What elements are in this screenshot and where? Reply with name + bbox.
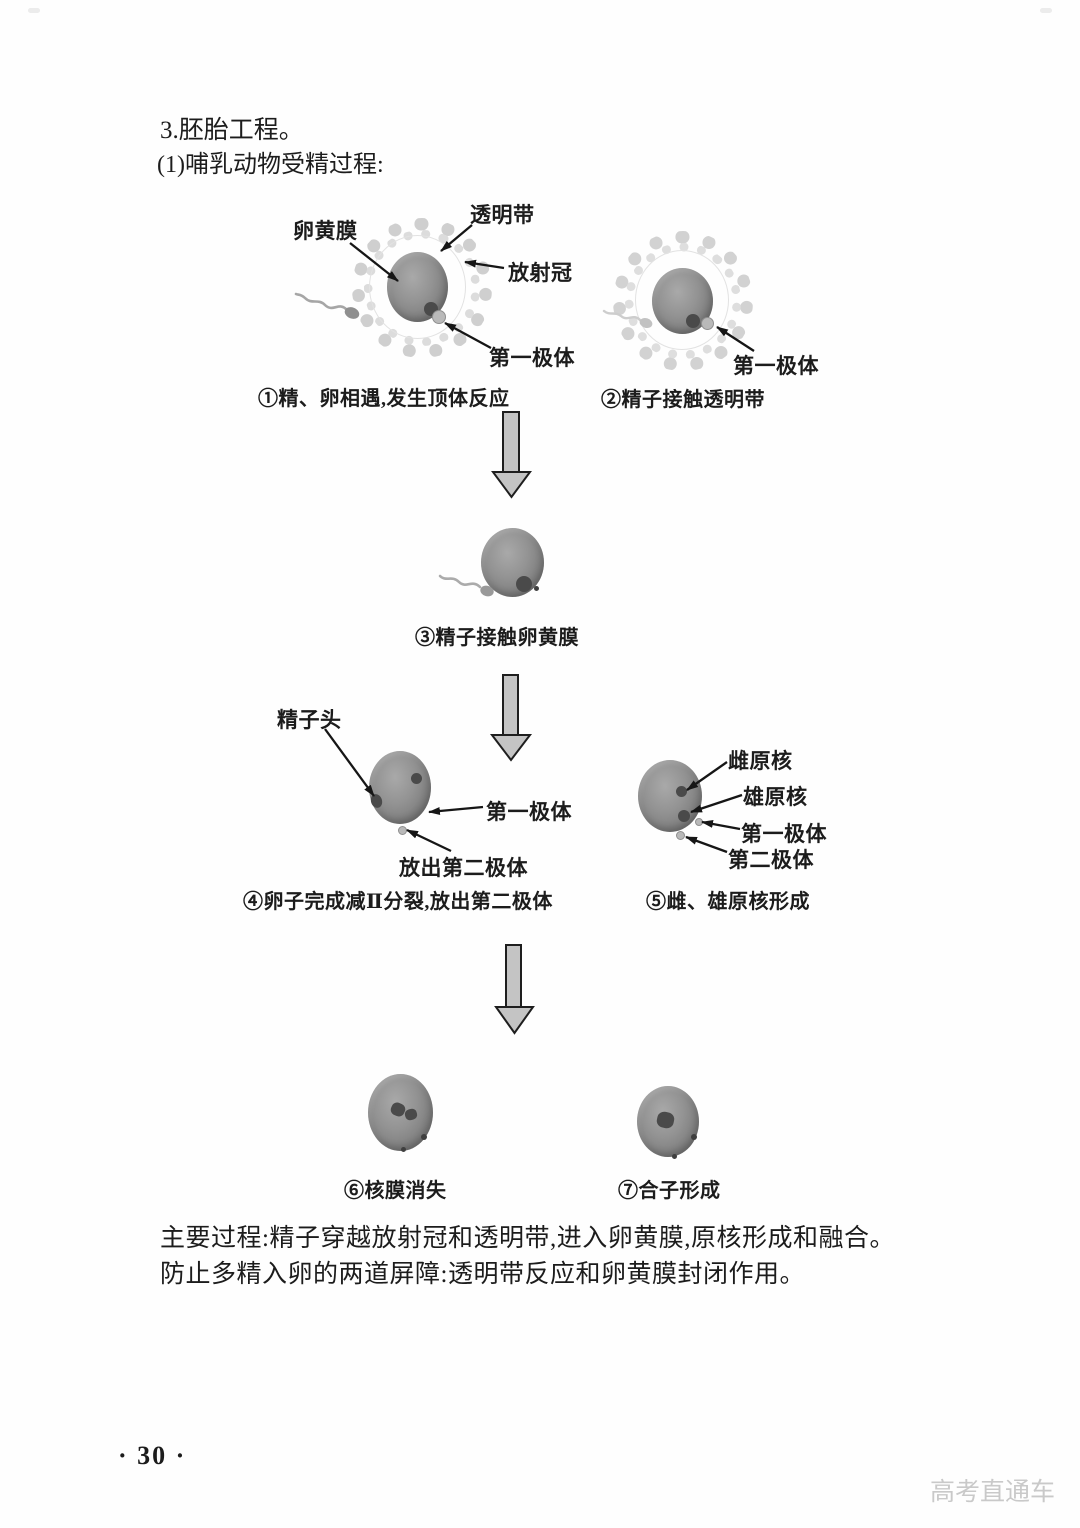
egg-cell-stage5: [638, 760, 702, 832]
label-first-polar-body-stage4: 第一极体: [486, 800, 572, 824]
first-polar-body-stage1: [432, 310, 446, 324]
pointer-second-polar-body-stage5: [685, 835, 728, 854]
label-first-polar-body-stage2: 第一极体: [733, 354, 819, 378]
polar-body-dot-b-stage7: [672, 1154, 677, 1159]
pointer-second-polar-body-stage4: [406, 828, 452, 853]
polar-body-dot-stage3: [534, 586, 539, 591]
polar-body-dot-a-stage7: [691, 1134, 697, 1140]
flow-arrow-3: [494, 944, 535, 1035]
egg-cell-stage3: [481, 528, 544, 597]
label-female-pronucleus: 雌原核: [728, 749, 793, 773]
summary-line-2: 防止多精入卵的两道屏障:透明带反应和卵黄膜封闭作用。: [160, 1261, 805, 1288]
page-number: · 30 ·: [118, 1441, 187, 1470]
sperm-stage1: [294, 292, 360, 319]
summary-line-1: 主要过程:精子穿越放射冠和透明带,进入卵黄膜,原核形成和融合。: [160, 1225, 895, 1252]
label-sperm-head: 精子头: [277, 708, 342, 732]
caption-stage-7: ⑦合子形成: [618, 1180, 721, 1202]
section-heading: 3.胚胎工程。: [160, 117, 304, 144]
label-vitelline-membrane: 卵黄膜: [293, 219, 358, 243]
label-first-polar-body-stage5: 第一极体: [741, 822, 827, 846]
zona-pellucida-stage2: [635, 250, 729, 350]
watermark: 高考直通车: [930, 1479, 1056, 1506]
subsection-heading: (1)哺乳动物受精过程:: [157, 152, 384, 178]
nucleus-spot-stage4: [411, 773, 422, 784]
label-first-polar-body-stage1: 第一极体: [489, 346, 575, 370]
flow-arrow-1: [491, 411, 532, 499]
male-pronucleus-spot: [678, 810, 690, 822]
zona-pellucida-stage1: [369, 235, 466, 339]
pointer-sperm-head: [324, 728, 375, 797]
label-release-second-polar-body: 放出第二极体: [399, 856, 528, 880]
egg-cell-stage4: [369, 751, 431, 824]
flow-arrow-2: [489, 674, 533, 762]
caption-stage-6: ⑥核膜消失: [344, 1180, 447, 1202]
label-male-pronucleus: 雄原核: [743, 785, 808, 809]
scan-artifact: [1040, 8, 1052, 13]
caption-stage-3: ③精子接触卵黄膜: [415, 627, 579, 649]
female-pronucleus-spot: [676, 786, 687, 797]
nucleus-spot-stage3: [516, 576, 532, 592]
label-corona-radiata: 放射冠: [508, 261, 573, 285]
caption-stage-1: ①精、卵相遇,发生顶体反应: [258, 388, 510, 410]
first-polar-body-stage2: [701, 317, 714, 330]
polar-body-dot-a-stage6: [421, 1134, 427, 1140]
label-zona-pellucida: 透明带: [470, 203, 535, 227]
second-polar-body-stage5: [676, 831, 685, 840]
sperm-entry-spot-stage2: [686, 314, 700, 328]
scan-artifact: [28, 8, 40, 13]
pointer-first-polar-body-stage5: [701, 820, 741, 831]
caption-stage-5: ⑤雌、雄原核形成: [646, 891, 810, 913]
first-polar-body-stage5: [695, 818, 703, 826]
pointer-first-polar-body-stage4: [428, 805, 484, 815]
caption-stage-4: ④卵子完成减Ⅱ分裂,放出第二极体: [243, 891, 553, 913]
second-polar-body-stage4: [398, 826, 407, 835]
label-second-polar-body-stage5: 第二极体: [728, 848, 814, 872]
polar-body-dot-b-stage6: [401, 1147, 406, 1152]
caption-stage-2: ②精子接触透明带: [601, 389, 765, 411]
